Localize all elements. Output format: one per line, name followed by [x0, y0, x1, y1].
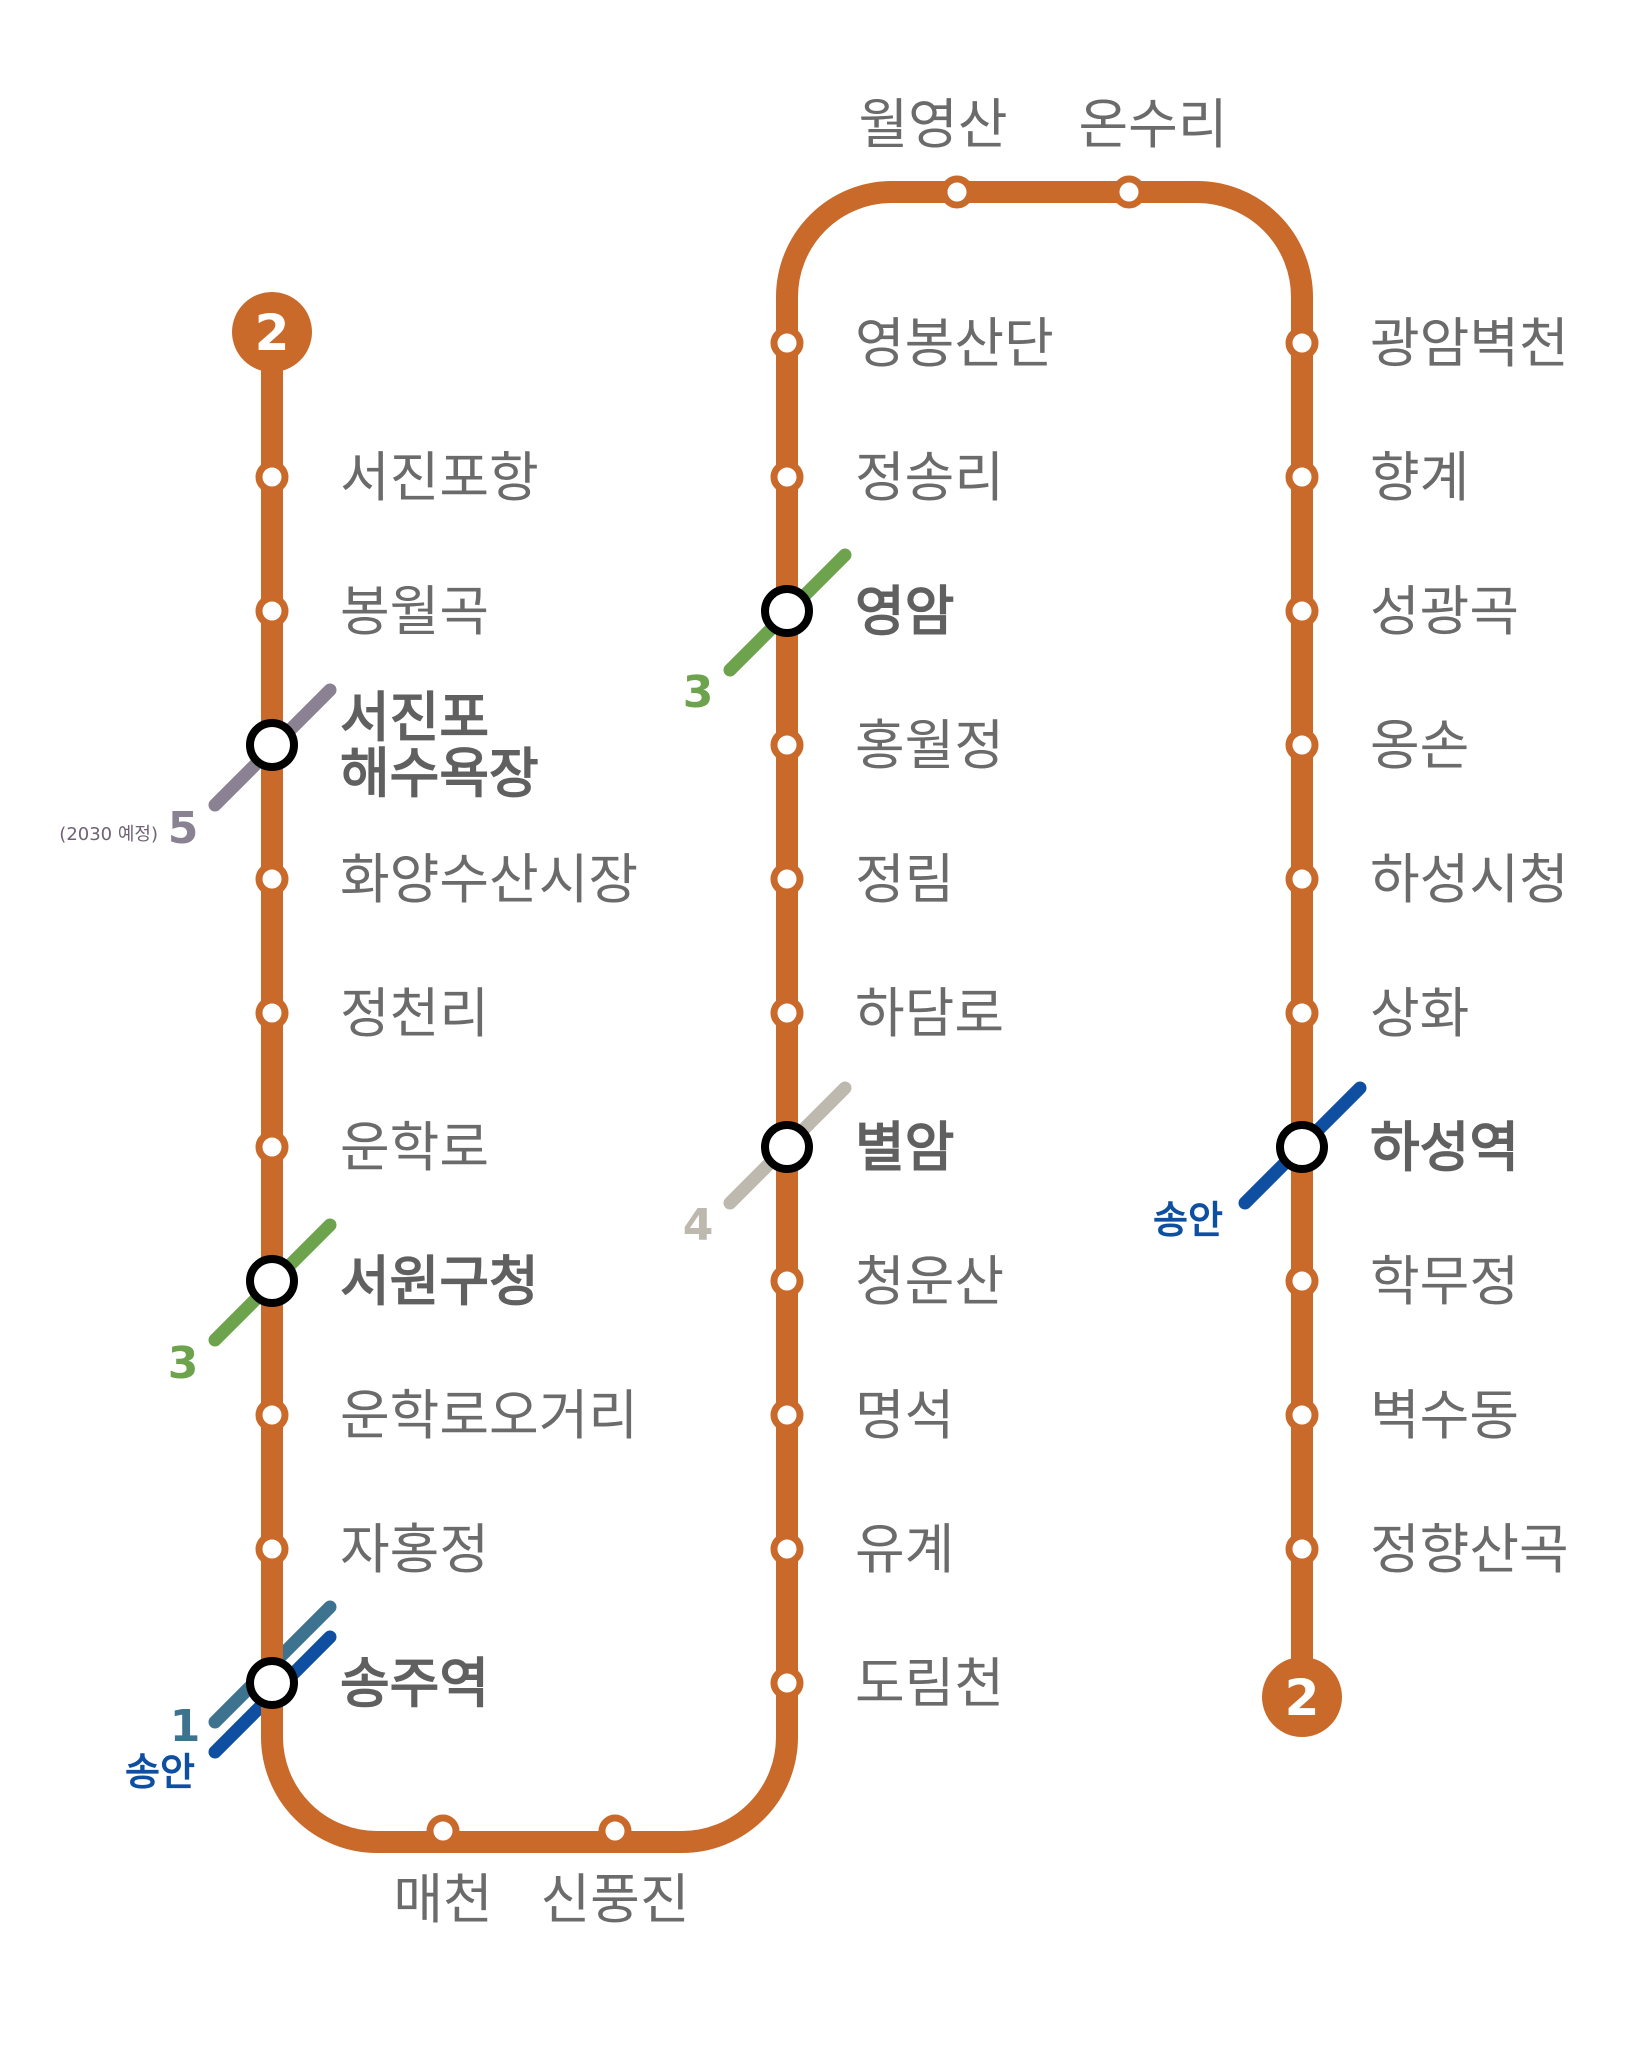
line3-number-seowon: 3 [168, 1338, 199, 1389]
station-label: 유계 [855, 1518, 954, 1581]
station-marker[interactable] [1285, 326, 1319, 360]
station-marker[interactable] [770, 728, 804, 762]
station-marker[interactable] [770, 326, 804, 360]
station-label: 홍월정 [855, 714, 1004, 777]
station-marker[interactable] [255, 1398, 289, 1432]
line-2-badge-end: 2 [1262, 1657, 1342, 1737]
station-marker[interactable] [255, 862, 289, 896]
transfer-station-marker[interactable] [761, 585, 813, 637]
station-label: 하담로 [855, 982, 1004, 1045]
station-marker[interactable] [1285, 1398, 1319, 1432]
svg-text:2: 2 [255, 304, 290, 362]
station-label: 상화 [1370, 982, 1469, 1045]
transfer-station-label: 하성역 [1370, 1116, 1519, 1179]
station-marker[interactable] [770, 862, 804, 896]
station-marker[interactable] [770, 460, 804, 494]
station-label: 명석 [855, 1384, 954, 1447]
station-marker-onsuri[interactable] [1112, 175, 1146, 209]
station-label: 화양수산시장 [340, 848, 638, 911]
station-label: 정향산곡 [1370, 1518, 1569, 1581]
station-marker[interactable] [1285, 862, 1319, 896]
station-label: 자홍정 [340, 1518, 489, 1581]
station-marker[interactable] [770, 1398, 804, 1432]
station-label: 영봉산단 [855, 312, 1054, 375]
station-marker[interactable] [1285, 728, 1319, 762]
station-label: 봉월곡 [340, 580, 489, 643]
station-marker[interactable] [1285, 594, 1319, 628]
station-label: 정송리 [855, 446, 1004, 509]
bottom-connector-stations: 매천 신풍진 [393, 1814, 690, 1931]
transfer-station-label: 영암 [855, 580, 954, 643]
transfer-station-label: 송주역 [340, 1652, 489, 1715]
station-label: 정림 [855, 848, 954, 911]
station-label: 옹손 [1370, 714, 1469, 777]
station-label-maecheon: 매천 [393, 1868, 492, 1931]
station-marker[interactable] [255, 460, 289, 494]
station-marker-maecheon[interactable] [426, 1814, 460, 1848]
station-marker[interactable] [255, 594, 289, 628]
svg-text:2: 2 [1285, 1669, 1320, 1727]
songan-label-songju: 송안 [125, 1750, 195, 1794]
station-label: 광암벽천 [1370, 312, 1569, 375]
transfer-station-marker[interactable] [761, 1121, 813, 1173]
station-marker-sinpungjin[interactable] [598, 1814, 632, 1848]
station-marker[interactable] [770, 1532, 804, 1566]
station-label: 운학로오거리 [340, 1384, 638, 1447]
line5-number: 5 [168, 803, 199, 854]
station-marker-wolyeongsan[interactable] [940, 175, 974, 209]
station-marker[interactable] [770, 1666, 804, 1700]
station-marker[interactable] [770, 1264, 804, 1298]
station-label: 향계 [1370, 446, 1469, 509]
station-label: 하성시청 [1370, 848, 1569, 911]
station-label: 서진포항 [340, 446, 539, 509]
songan-label-haseong: 송안 [1153, 1198, 1223, 1242]
station-label: 벽수동 [1370, 1384, 1519, 1447]
transfer-station-label: 서원구청 [340, 1250, 539, 1313]
line-2-badge-start: 2 [232, 292, 312, 372]
station-label: 성광곡 [1370, 580, 1519, 643]
stations [246, 326, 1328, 1709]
station-label: 학무정 [1370, 1250, 1519, 1313]
line1-number-songju: 1 [170, 1701, 201, 1752]
station-label: 청운산 [855, 1250, 1004, 1313]
station-marker[interactable] [255, 1130, 289, 1164]
station-marker[interactable] [770, 996, 804, 1030]
station-marker[interactable] [1285, 1264, 1319, 1298]
station-marker[interactable] [1285, 460, 1319, 494]
station-label: 도림천 [855, 1652, 1004, 1715]
station-marker[interactable] [1285, 1532, 1319, 1566]
station-label: 운학로 [340, 1116, 489, 1179]
transfer-line-labels: (2030 예정) 5 3 1 송안 3 4 송안 [59, 667, 1223, 1794]
station-label-onsuri: 온수리 [1078, 93, 1227, 156]
transfer-station-marker[interactable] [246, 1657, 298, 1709]
station-marker[interactable] [1285, 996, 1319, 1030]
station-marker[interactable] [255, 1532, 289, 1566]
station-marker[interactable] [255, 996, 289, 1030]
transfer-station-marker[interactable] [1276, 1121, 1328, 1173]
line4-number-byeolam: 4 [683, 1200, 714, 1251]
station-label-wolyeongsan: 월영산 [858, 93, 1007, 156]
station-label: 정천리 [340, 982, 489, 1045]
transfer-station-marker[interactable] [246, 719, 298, 771]
top-connector-stations: 월영산 온수리 [858, 93, 1228, 209]
transfer-station-label: 별암 [855, 1116, 954, 1179]
transfer-station-marker[interactable] [246, 1255, 298, 1307]
line5-planned-note: (2030 예정) [59, 824, 158, 845]
station-label-sinpungjin: 신풍진 [540, 1868, 689, 1931]
line3-number-yeongam: 3 [683, 667, 714, 718]
